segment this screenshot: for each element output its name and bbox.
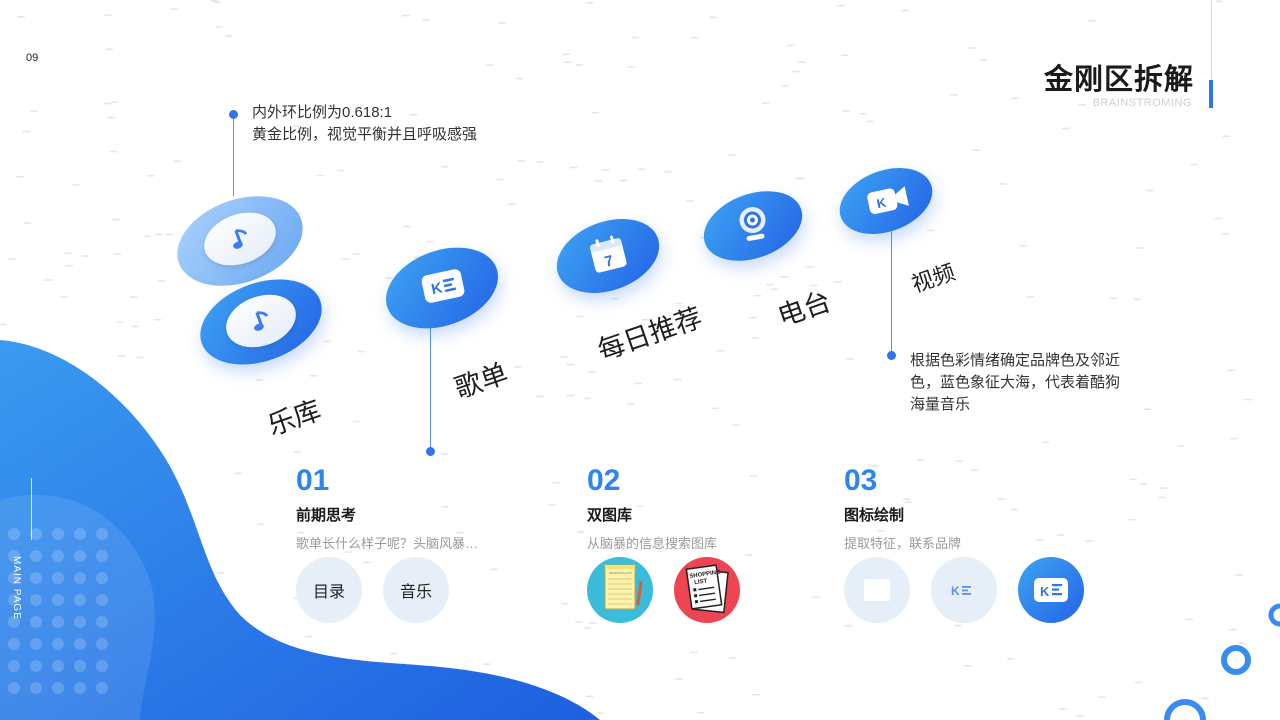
chip-music[interactable]: 音乐 <box>383 557 449 623</box>
annotation-color: 根据色彩情绪确定品牌色及邻近 色，蓝色象征大海，代表着酷狗 海量音乐 <box>910 350 1120 416</box>
music-library-inner <box>218 285 304 357</box>
kugou-filled-icon: K <box>1018 557 1084 623</box>
step-description: 歌单长什么样子呢？头脑风暴… <box>296 536 479 551</box>
step-03: 03 图标绘制 提取特征，联系品牌 <box>844 464 961 552</box>
kugou-outline-icon: K <box>931 557 997 623</box>
step-number: 03 <box>844 464 878 497</box>
svg-text:K: K <box>951 584 960 598</box>
step-description: 从脑暴的信息搜索图库 <box>587 536 718 551</box>
calendar-day: 7 <box>603 252 615 271</box>
step-01: 01 前期思考 歌单长什么样子呢？头脑风暴… <box>296 464 478 552</box>
chip-catalog[interactable]: 目录 <box>296 557 362 623</box>
page-title: 金刚区拆解 <box>1043 64 1194 96</box>
music-note-icon <box>233 229 248 249</box>
video-camera-icon: K <box>863 178 913 220</box>
step-number: 02 <box>587 464 621 497</box>
annotation-dot <box>426 447 435 456</box>
shopping-subtitle: LIST <box>694 578 708 586</box>
notepad-caption: SHOPPING LIST <box>609 571 632 575</box>
svg-text:K: K <box>1040 584 1050 599</box>
step-number: 01 <box>296 464 330 497</box>
notepad-illustration: SHOPPING LIST <box>587 557 653 623</box>
annotation-ratio: 内外环比例为0.618:1 黄金比例，视觉平衡并且呼吸感强 <box>252 102 477 146</box>
annotation-ratio-line1: 内外环比例为0.618:1 <box>252 104 393 121</box>
annotation-dot <box>887 351 896 360</box>
music-disc-inner-ring <box>196 203 284 275</box>
shopping-title: SHOPPING <box>689 570 722 580</box>
music-note-icon <box>254 311 269 331</box>
annotation-dot <box>229 110 238 119</box>
square-sketch-icon <box>844 557 910 623</box>
step-title: 前期思考 <box>296 507 357 524</box>
page-number: 09 <box>26 52 39 64</box>
kugou-logo-icon: K <box>419 266 467 306</box>
annotation-line <box>233 118 234 196</box>
calendar-icon: 7 <box>584 230 632 278</box>
step-title: 图标绘制 <box>844 507 905 524</box>
svg-text:K: K <box>430 279 444 298</box>
step-title: 双图库 <box>587 507 633 524</box>
annotation-line <box>891 225 892 353</box>
svg-text:K: K <box>875 195 888 212</box>
side-label: MAIN PAGE <box>11 556 22 620</box>
page-subtitle: BRAINSTROMING <box>1092 97 1192 109</box>
shopping-list-illustration: SHOPPING LIST <box>674 557 740 623</box>
step-description: 提取特征，联系品牌 <box>844 536 962 551</box>
annotation-line <box>430 320 431 448</box>
annotation-color-line3: 海量音乐 <box>910 396 971 413</box>
side-divider <box>31 478 32 540</box>
annotation-color-line1: 根据色彩情绪确定品牌色及邻近 <box>910 352 1121 369</box>
annotation-ratio-line2: 黄金比例，视觉平衡并且呼吸感强 <box>252 126 478 143</box>
title-accent-bar <box>1209 80 1213 108</box>
radio-webcam-icon <box>729 199 778 248</box>
annotation-color-line2: 色，蓝色象征大海，代表着酷狗 <box>910 374 1121 391</box>
step-02: 02 双图库 从脑暴的信息搜索图库 <box>587 464 717 552</box>
title-vertical-line <box>1211 0 1212 80</box>
